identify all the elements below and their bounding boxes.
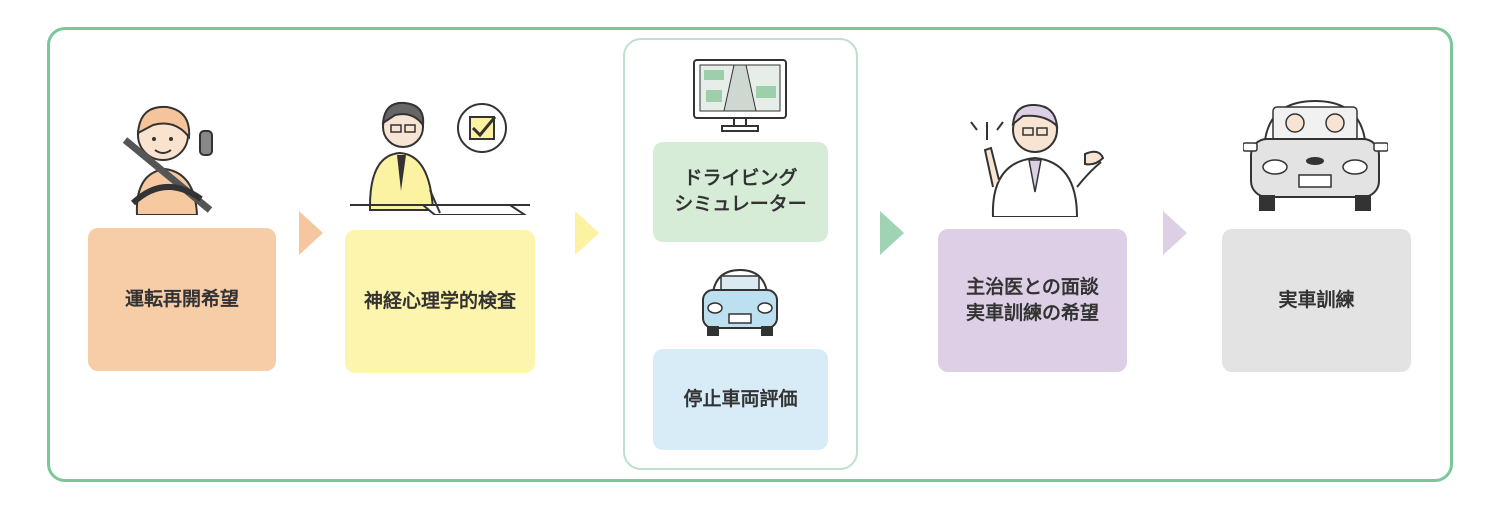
arrow-2 [575,211,599,255]
car-with-passengers-icon [1243,95,1388,215]
step-real-car-training: 実車訓練 [1222,229,1411,372]
arrow-1 [299,211,323,255]
doctor-writing-test-icon [345,95,530,215]
parked-car-icon [695,262,785,342]
driving-monitor-icon [690,56,790,136]
woman-driving-icon [105,95,225,215]
process-frame [47,27,1453,482]
arrow-4 [1163,211,1187,255]
step-stopped-vehicle-eval: 停止車両評価 [653,349,828,450]
step-doctor-interview: 主治医との面談 実車訓練の希望 [938,229,1127,372]
step-neuropsych-test: 神経心理学的検査 [345,230,535,373]
arrow-3 [880,211,904,255]
step-driving-simulator: ドライビング シミュレーター [653,142,828,242]
doctor-explaining-icon [965,92,1105,217]
step-restart-wish: 運転再開希望 [88,228,276,371]
